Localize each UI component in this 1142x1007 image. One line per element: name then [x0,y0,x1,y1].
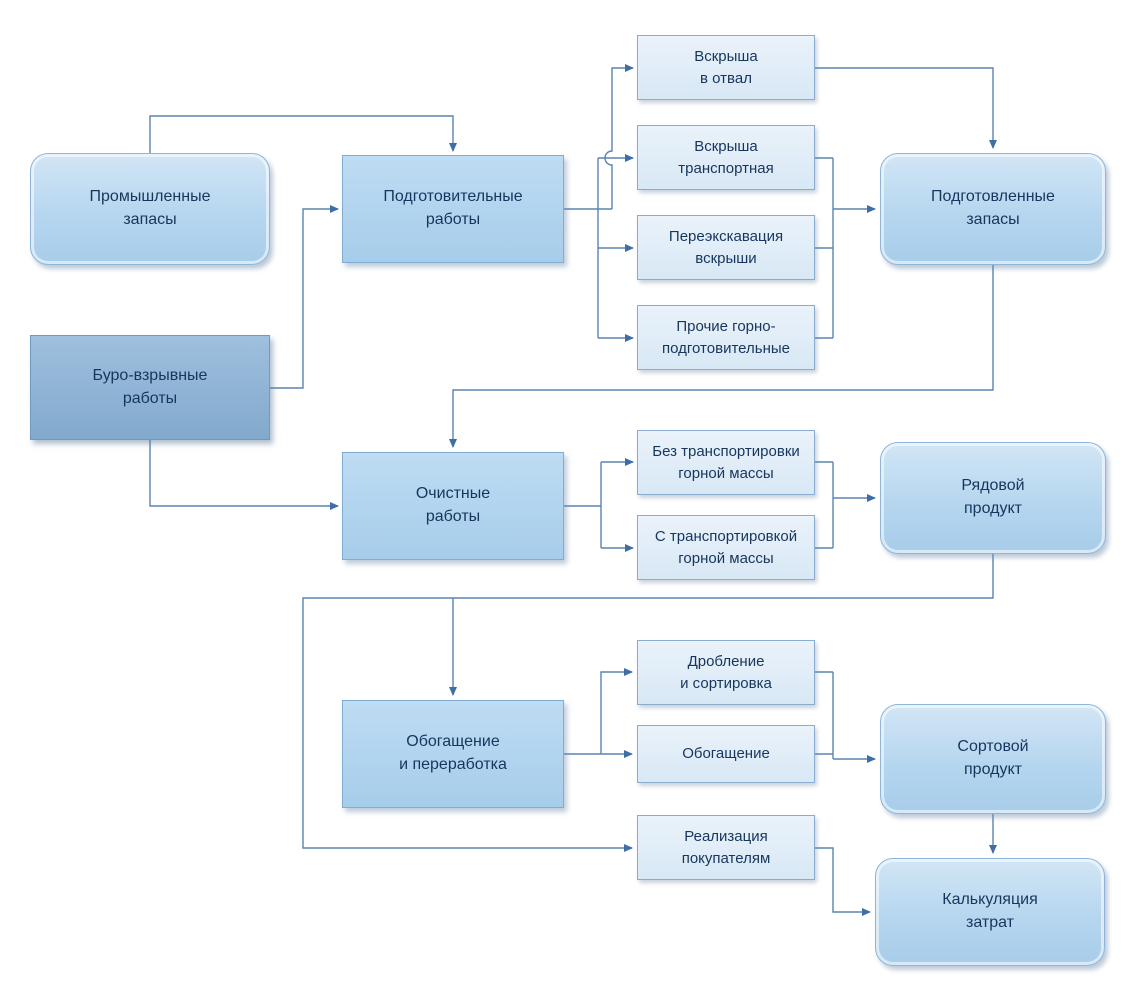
node-enrichment: Обогащение [637,725,815,783]
node-prepared-reserves: Подготовленные запасы [880,153,1106,265]
node-overburden-dump: Вскрыша в отвал [637,35,815,100]
node-label: Промышленные запасы [89,188,211,228]
node-label: С транспортировкой горной массы [654,528,798,567]
node-drilling-blasting: Буро-взрывные работы [30,335,270,440]
node-label: Переэкскавация вскрыши [668,228,784,267]
edge-drilling-to-extraction [149,440,339,510]
node-label: Подготовленные запасы [931,188,1055,228]
node-processing: Обогащение и переработка [342,700,564,808]
node-run-of-mine-product: Рядовой продукт [880,442,1106,554]
edge-sales-to-costing [815,847,871,916]
node-industrial-reserves: Промышленные запасы [30,153,270,265]
node-label: Дробление и сортировка [680,653,772,692]
node-label: Буро-взрывные работы [92,366,208,407]
node-label: Вскрыша в отвал [694,48,758,87]
node-label: Подготовительные работы [383,188,523,228]
edge-industrial-to-preparatory [149,115,457,153]
node-label: Обогащение [682,745,770,763]
node-label: Обогащение и переработка [399,733,507,773]
node-label: Очистные работы [415,485,491,525]
edge-runofmine-to-sales [302,554,994,852]
edge-stub-overburden-dump [604,64,634,209]
node-sales-to-customers: Реализация покупателям [637,815,815,880]
node-without-transport: Без транспортировки горной массы [637,430,815,495]
node-label: Сортовой продукт [957,738,1029,778]
node-label: Без транспортировки горной массы [652,443,800,482]
node-cost-calculation: Калькуляция затрат [875,858,1105,966]
edge-prepared-to-extraction [449,265,994,448]
node-graded-product: Сортовой продукт [880,704,1106,814]
edge-dump-to-prepared [815,67,997,149]
node-label: Прочие горно- подготовительные [662,318,790,357]
node-other-preparatory: Прочие горно- подготовительные [637,305,815,370]
node-label: Реализация покупателям [681,828,771,867]
node-crushing-sorting: Дробление и сортировка [637,640,815,705]
node-extraction-works: Очистные работы [342,452,564,560]
node-preparatory-works: Подготовительные работы [342,155,564,263]
node-label: Калькуляция затрат [942,891,1038,931]
node-overburden-transport: Вскрыша транспортная [637,125,815,190]
edge-processing-to-crushing [600,668,633,754]
node-with-transport: С транспортировкой горной массы [637,515,815,580]
node-label: Вскрыша транспортная [678,138,774,177]
node-overburden-reexcavation: Переэкскавация вскрыши [637,215,815,280]
node-label: Рядовой продукт [961,477,1025,517]
edge-drilling-to-preparatory [270,205,339,389]
